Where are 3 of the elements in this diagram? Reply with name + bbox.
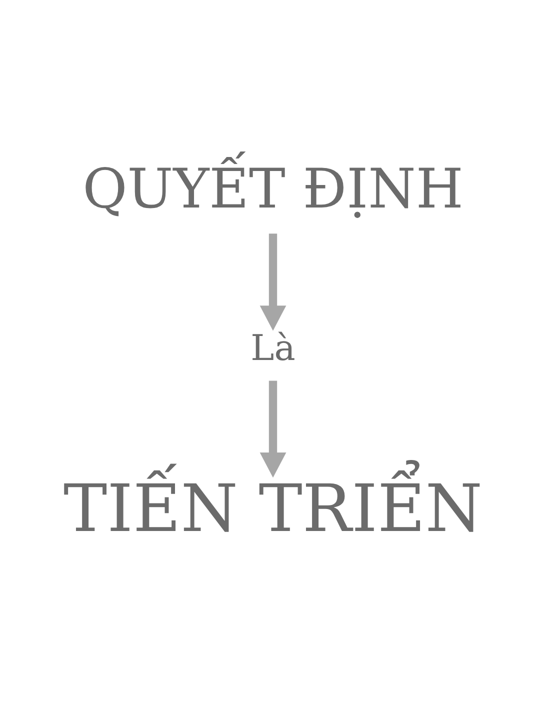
arrow [260,233,286,330]
arrow [260,380,286,478]
node-text: Là [250,327,296,368]
